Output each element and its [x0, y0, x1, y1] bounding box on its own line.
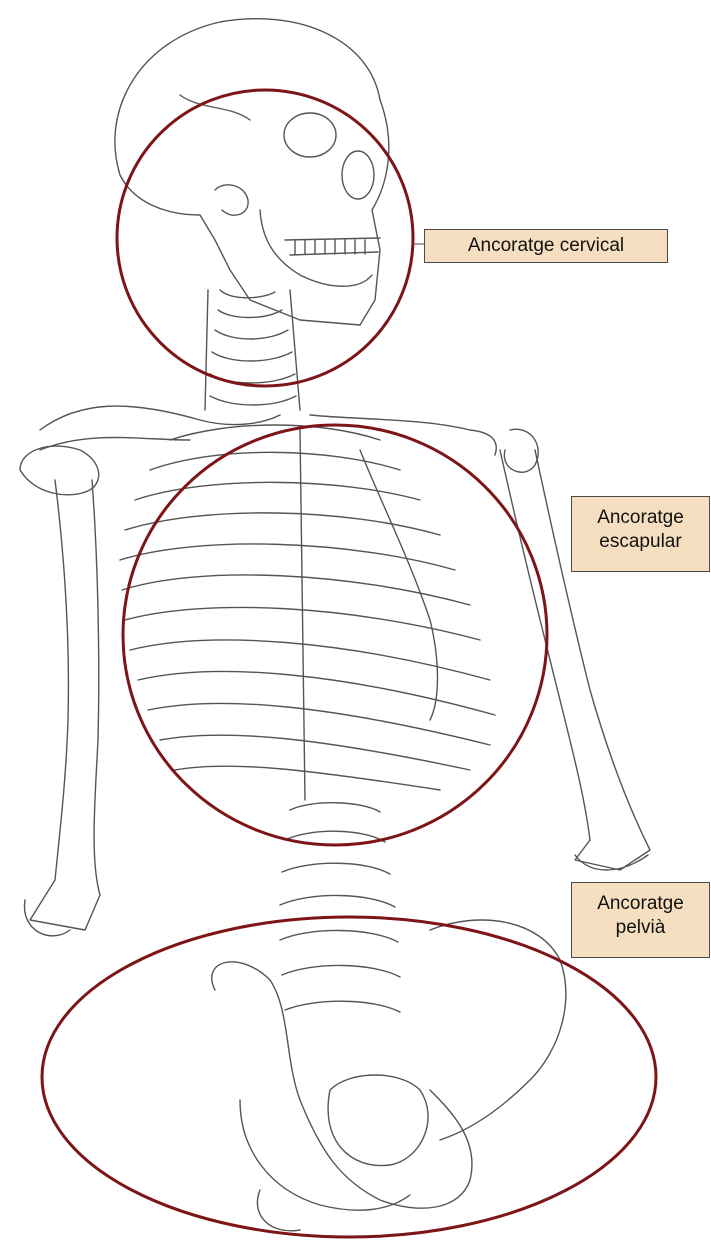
ribcage-drawing: [120, 425, 495, 800]
pelvic-anchorage-label: Ancoratge pelvià: [571, 882, 710, 958]
lumbar-spine-drawing: [280, 803, 400, 1012]
label-line: Ancoratge: [580, 506, 701, 530]
skull-drawing: [115, 19, 389, 325]
scapular-anchorage-label: Ancoratge escapular: [571, 496, 710, 572]
label-line: pelvià: [580, 916, 701, 940]
shoulder-girdle-drawing: [20, 406, 538, 495]
label-line: Ancoratge cervical: [433, 234, 659, 258]
left-arm-drawing: [24, 480, 100, 936]
cervical-spine-drawing: [205, 290, 300, 410]
pelvis-drawing: [212, 920, 566, 1231]
label-line: escapular: [580, 530, 701, 554]
cervical-anchorage-label: Ancoratge cervical: [424, 229, 668, 263]
label-line: Ancoratge: [580, 892, 701, 916]
